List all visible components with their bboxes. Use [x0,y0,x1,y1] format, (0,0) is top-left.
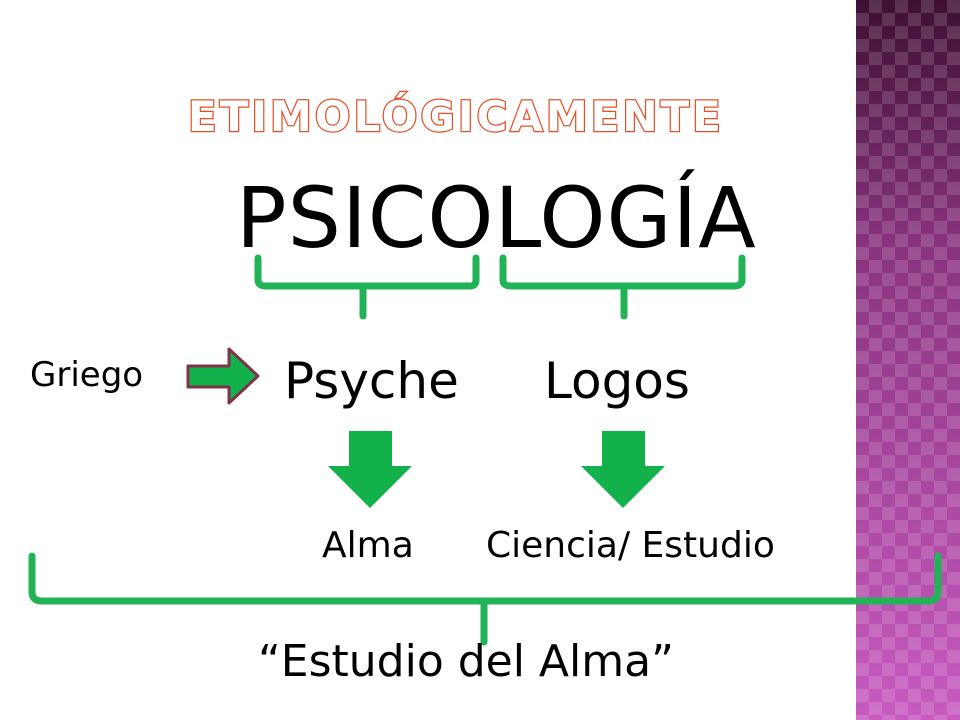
meaning-alma: Alma [322,525,414,566]
result-bracket [28,552,942,646]
logos-bracket [499,254,746,320]
subtitle-heading: ETIMOLÓGICAMENTE [187,92,724,141]
right-arrow-icon [186,347,260,405]
down-arrow-icon [328,431,412,508]
definition-result: “Estudio del Alma” [258,636,674,687]
root-word-logos: Logos [544,352,690,410]
psyche-bracket [254,254,480,320]
meaning-ciencia-estudio: Ciencia/ Estudio [486,525,775,566]
root-word-psyche: Psyche [284,352,459,410]
main-title: PSICOLOGÍA [236,169,757,267]
language-label: Griego [30,355,144,395]
down-arrow-icon [581,431,665,508]
